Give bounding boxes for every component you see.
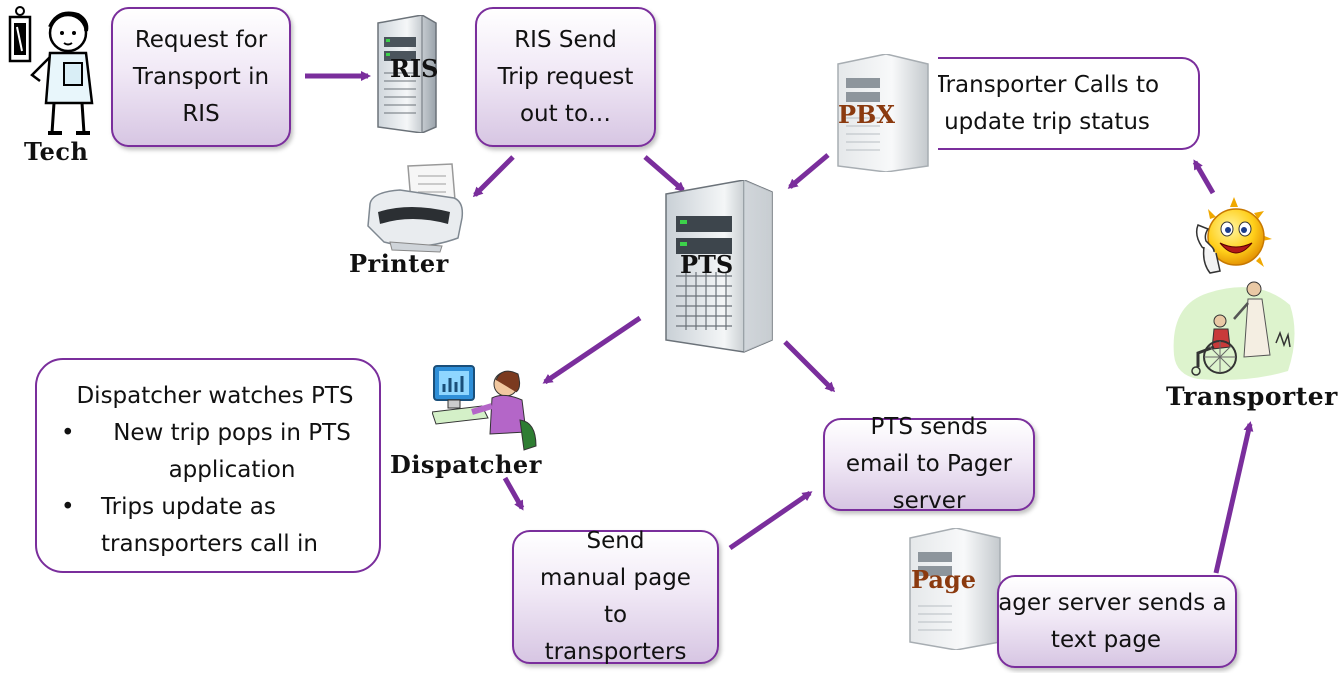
dispatcher-bullets: •New trip pops in PTS application •Trips… bbox=[37, 415, 379, 563]
tech-figure-icon bbox=[8, 6, 94, 135]
dispatcher-bullet-2: •Trips update as transporters call in bbox=[61, 494, 318, 557]
manual-page-text: Send manual page to transporters bbox=[540, 528, 691, 665]
manual-page-box: Send manual page to transporters bbox=[512, 528, 719, 665]
pts-server-icon bbox=[665, 180, 773, 353]
pbx-server-label: PBX bbox=[838, 100, 895, 129]
page-server-label: Page bbox=[911, 565, 977, 594]
arrow-ris-to-printer bbox=[472, 155, 515, 198]
dispatcher-bullet-1: •New trip pops in PTS application bbox=[61, 420, 351, 483]
request-transport-box: Request for Transport in RIS bbox=[111, 7, 291, 147]
smiley-phone-icon bbox=[1195, 197, 1272, 274]
ris-server-label: RIS bbox=[390, 54, 439, 83]
arrow-manual-to-pager bbox=[728, 490, 813, 551]
arrow-ris-to-pts bbox=[643, 155, 686, 192]
ris-server-icon bbox=[377, 15, 437, 133]
ris-send-text: RIS Send Trip request out to… bbox=[497, 26, 634, 127]
pts-server-label: PTS bbox=[680, 250, 734, 279]
tech-label: Tech bbox=[24, 137, 89, 166]
pager-server-box: Pager server sends a text page bbox=[997, 575, 1237, 668]
dispatcher-info-box: Dispatcher watches PTS •New trip pops in… bbox=[35, 358, 381, 573]
arrow-pager-to-transporter bbox=[1213, 421, 1254, 574]
arrow-pts-to-pager bbox=[783, 340, 836, 393]
pbx-server-icon bbox=[837, 54, 929, 172]
request-transport-text: Request for Transport in RIS bbox=[132, 26, 270, 127]
arrow-pts-to-dispatcher bbox=[542, 315, 642, 385]
transporter-wheelchair-icon bbox=[1173, 281, 1295, 380]
pts-email-text: PTS sends email to Pager server bbox=[845, 414, 1013, 514]
arrow-pbx-to-pts bbox=[787, 153, 830, 189]
printer-icon bbox=[367, 163, 464, 253]
arrow-dispatcher-to-manual bbox=[502, 476, 525, 511]
transporter-calls-box: Transporter Calls to update trip status bbox=[938, 57, 1200, 150]
printer-label: Printer bbox=[349, 249, 449, 278]
pts-email-box: PTS sends email to Pager server bbox=[823, 414, 1035, 514]
transporter-label: Transporter bbox=[1166, 382, 1338, 411]
pager-server-text: Pager server sends a text page bbox=[997, 589, 1227, 653]
dispatcher-figure-icon bbox=[432, 365, 537, 451]
dispatcher-info-title: Dispatcher watches PTS bbox=[76, 383, 354, 409]
ris-send-box: RIS Send Trip request out to… bbox=[475, 7, 656, 147]
arrow-transporter-to-calls bbox=[1192, 159, 1216, 195]
dispatcher-label: Dispatcher bbox=[390, 450, 542, 479]
transporter-calls-text: Transporter Calls to update trip status bbox=[938, 71, 1160, 135]
